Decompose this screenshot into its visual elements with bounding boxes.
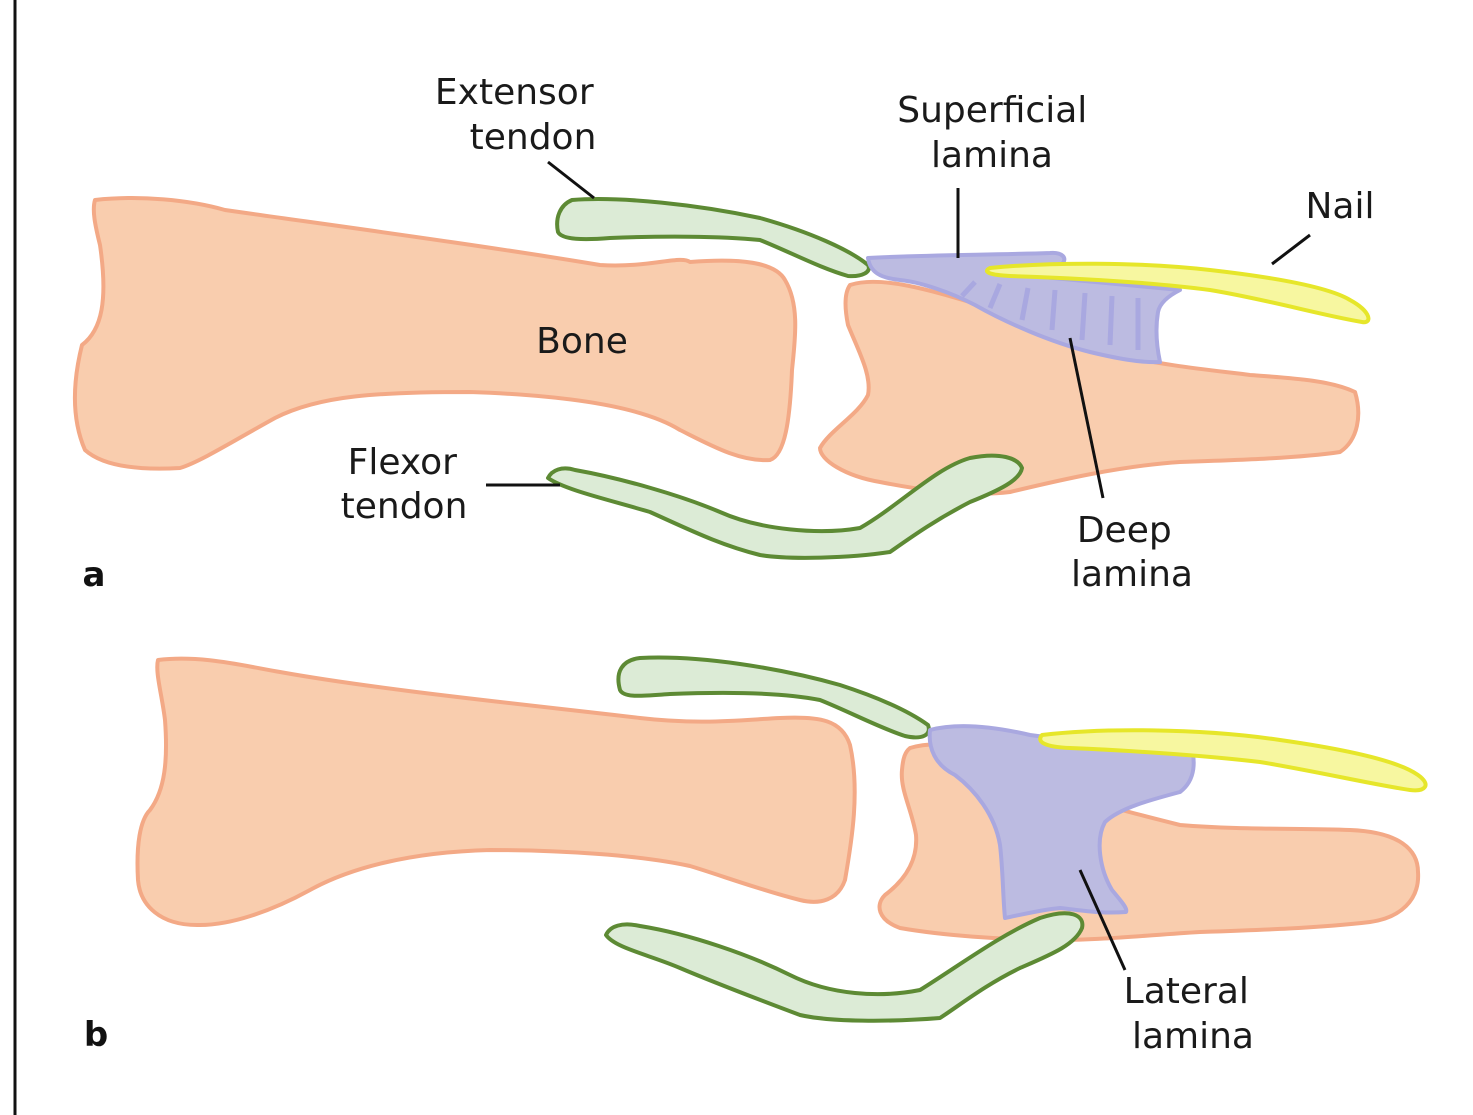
proximal-bone-b [138, 659, 855, 925]
extensor-tendon-leader-a [548, 162, 594, 198]
nail-label-a: Nail [1306, 186, 1375, 227]
nail-leader-a [1272, 235, 1310, 264]
flexor-tendon-label-a: Flexor tendon [341, 442, 469, 527]
flexor-tendon-a [548, 456, 1022, 558]
panel-a: Extensor tendon Superficial lamina Nail … [75, 72, 1375, 595]
extensor-tendon-label-a: Extensor tendon [435, 72, 605, 158]
panel-b: Lateral lamina b [84, 658, 1426, 1057]
lateral-lamina-label-b: Lateral lamina [1124, 971, 1261, 1057]
proximal-bone-a [75, 198, 795, 469]
deep-lamina-label-a: Deep lamina [1071, 510, 1193, 595]
bone-label-a: Bone [536, 321, 628, 362]
panel-label-b: b [84, 1015, 108, 1055]
panel-label-a: a [83, 555, 106, 595]
superficial-lamina-label-a: Superficial lamina [897, 90, 1098, 176]
